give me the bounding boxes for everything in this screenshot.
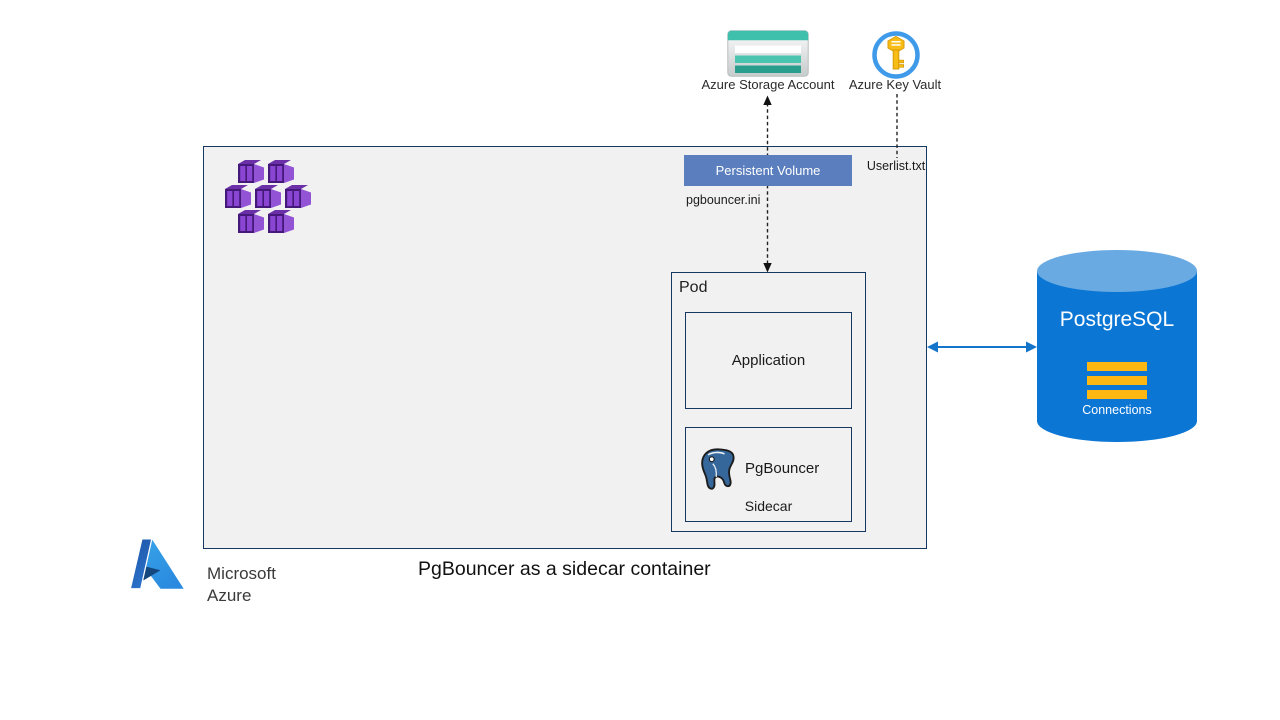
db-connections-bar [1087,362,1147,371]
keyvault-userlist-dashed-line [891,92,903,160]
storage-account-icon [727,30,809,77]
userlist-file-label: Userlist.txt [866,159,926,173]
aks-cluster-box [203,146,927,549]
aks-cubes-icon [222,158,314,236]
storage-account-label: Azure Storage Account [701,77,835,92]
pod-label: Pod [679,279,708,296]
key-vault-label: Azure Key Vault [848,77,942,92]
database-connections-label: Connections [1082,403,1152,417]
pgbouncer-ini-label: pgbouncer.ini [686,193,761,207]
pgbouncer-label: PgBouncer [745,460,820,477]
persistent-volume-label: Persistent Volume [715,163,821,178]
database-name: PostgreSQL [1059,308,1175,331]
diagram-title: PgBouncer as a sidecar container [418,558,711,580]
brand-line-microsoft: Microsoft [207,564,276,583]
application-box: Application [685,312,852,409]
db-connections-bar [1087,390,1147,399]
key-vault-icon [871,30,921,80]
brand-line-azure: Azure [207,586,252,605]
db-connections-bar [1087,376,1147,385]
cluster-db-arrow [926,336,1038,358]
database-cylinder [1035,248,1199,444]
pod-box [671,272,866,532]
microsoft-azure-wordmark: Microsoft Azure [207,563,276,607]
postgresql-elephant-icon [697,447,739,491]
azure-logo-icon [128,533,186,597]
persistent-volume-box: Persistent Volume [684,155,852,186]
application-label: Application [731,352,806,369]
sidecar-box [685,427,852,522]
storage-pod-dashed-arrow [758,94,777,274]
sidecar-label: Sidecar [744,498,793,514]
